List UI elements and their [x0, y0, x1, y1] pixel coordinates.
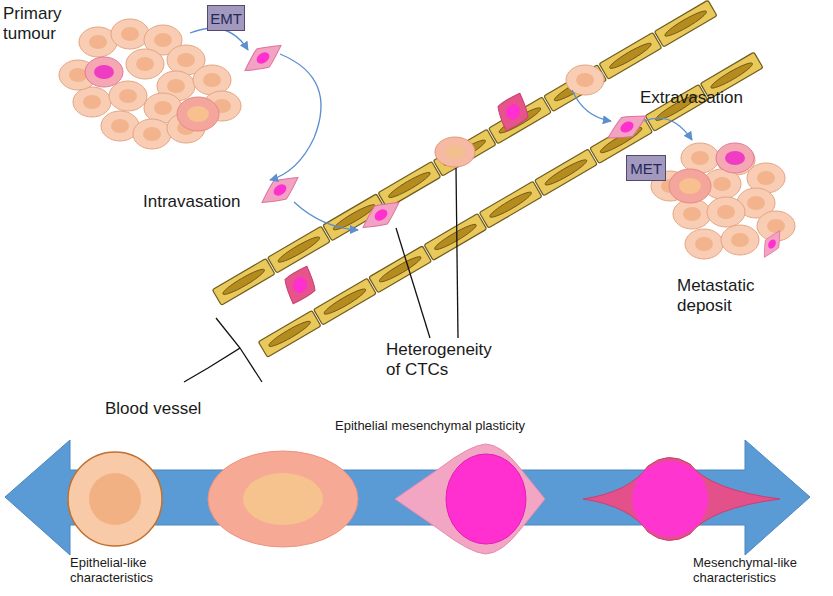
- annotation-label: Heterogeneity of CTCs: [386, 340, 502, 380]
- leader-lines: [396, 168, 458, 338]
- annotation-label: Epithelial-like characteristics: [70, 555, 195, 586]
- annotation-label: Extravasation: [640, 88, 770, 108]
- double-arrow: [5, 440, 810, 555]
- annotation-label: Primary tumour: [3, 4, 75, 44]
- plasticity-cells: [68, 444, 780, 554]
- annotation-label: Epithelial mesenchymal plasticity: [280, 418, 580, 433]
- metastatic-deposit-cells: [651, 143, 795, 261]
- primary-tumour-cells: [59, 19, 241, 149]
- stage-name: MET: [630, 161, 662, 176]
- route-arrows: [190, 28, 692, 230]
- tumour-cells-migrating: [239, 36, 652, 309]
- stage-box: MET: [626, 155, 666, 181]
- stage-name: EMT: [210, 11, 242, 26]
- annotation-label: Intravasation: [143, 192, 273, 212]
- annotation-label: Metastatic deposit: [677, 276, 773, 316]
- vessel-wall: [212, 0, 717, 305]
- annotation-label: Mesenchymal-like characteristics: [693, 555, 828, 586]
- vessel-bracket: [184, 318, 262, 382]
- stage-box: EMT: [207, 5, 245, 31]
- annotation-label: Blood vessel: [105, 399, 235, 419]
